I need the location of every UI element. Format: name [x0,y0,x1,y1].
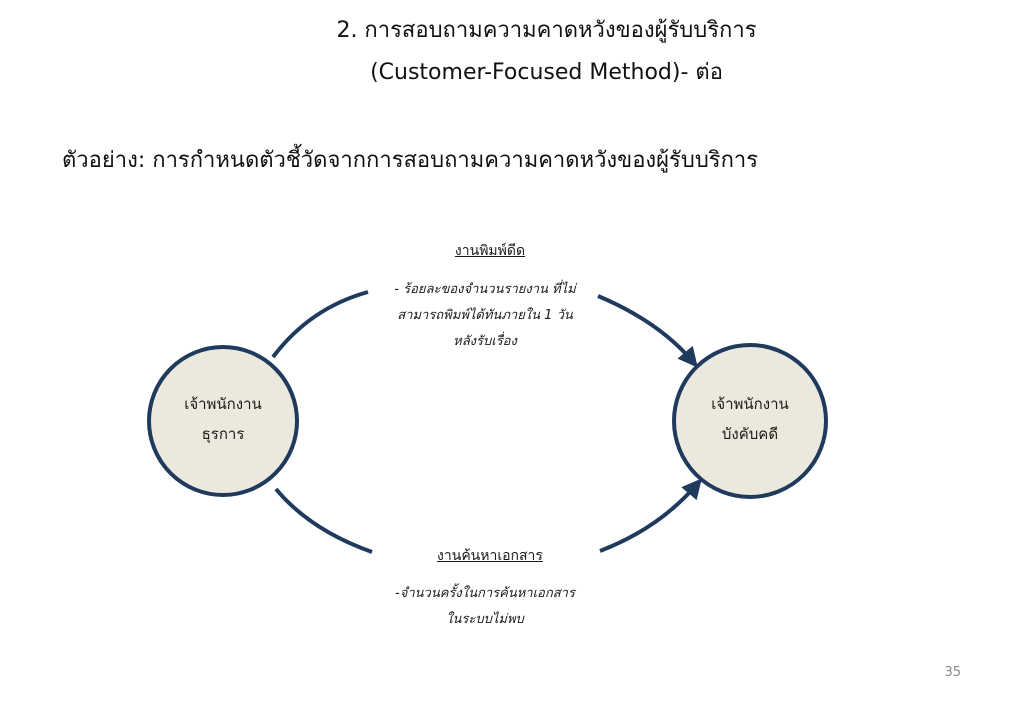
flow-top-line1: - ร้อยละของจำนวนรายงาน ที่ไม่ [394,282,576,297]
flow-bottom-heading: งานค้นหาเอกสาร [437,548,543,564]
node-left-line2: ธุรการ [201,425,245,443]
slide-subtitle: ตัวอย่าง: การกำหนดตัวชี้วัดจากการสอบถามค… [62,148,759,173]
flow-top-description: - ร้อยละของจำนวนรายงาน ที่ไม่ สามารถพิมพ… [355,277,615,355]
flow-top-line2: สามารถพิมพ์ได้ทันภายใน 1 วัน [397,308,573,323]
arc-bottom-left [274,487,373,554]
slide-title-line1: 2. การสอบถามความคาดหวังของผู้รับบริการ [336,18,757,43]
slide-title-line2: (Customer-Focused Method)- ต่อ [370,60,723,85]
flow-bottom-line1: -จำนวนครั้งในการค้นหาเอกสาร [395,586,575,601]
arc-top-left [271,290,369,359]
node-right-label: เจ้าพนักงาน บังคับคดี [680,389,820,449]
arc-bottom-right-arrow [599,478,702,553]
page-number: 35 [944,665,961,680]
node-right-line1: เจ้าพนักงาน [711,395,789,413]
node-left-line1: เจ้าพนักงาน [184,395,262,413]
flow-bottom-description: -จำนวนครั้งในการค้นหาเอกสาร ในระบบไม่พบ [355,581,615,633]
flow-top-line3: หลังรับเรื่อง [453,334,517,349]
flow-top-heading: งานพิมพ์ดีด [454,243,526,259]
node-left-label: เจ้าพนักงาน ธุรการ [153,389,293,449]
node-left-circle [147,345,299,497]
flow-bottom-line2: ในระบบไม่พบ [446,612,524,627]
arc-top-right-arrow [597,294,698,368]
node-right-line2: บังคับคดี [721,425,779,443]
node-right-circle [672,343,828,499]
